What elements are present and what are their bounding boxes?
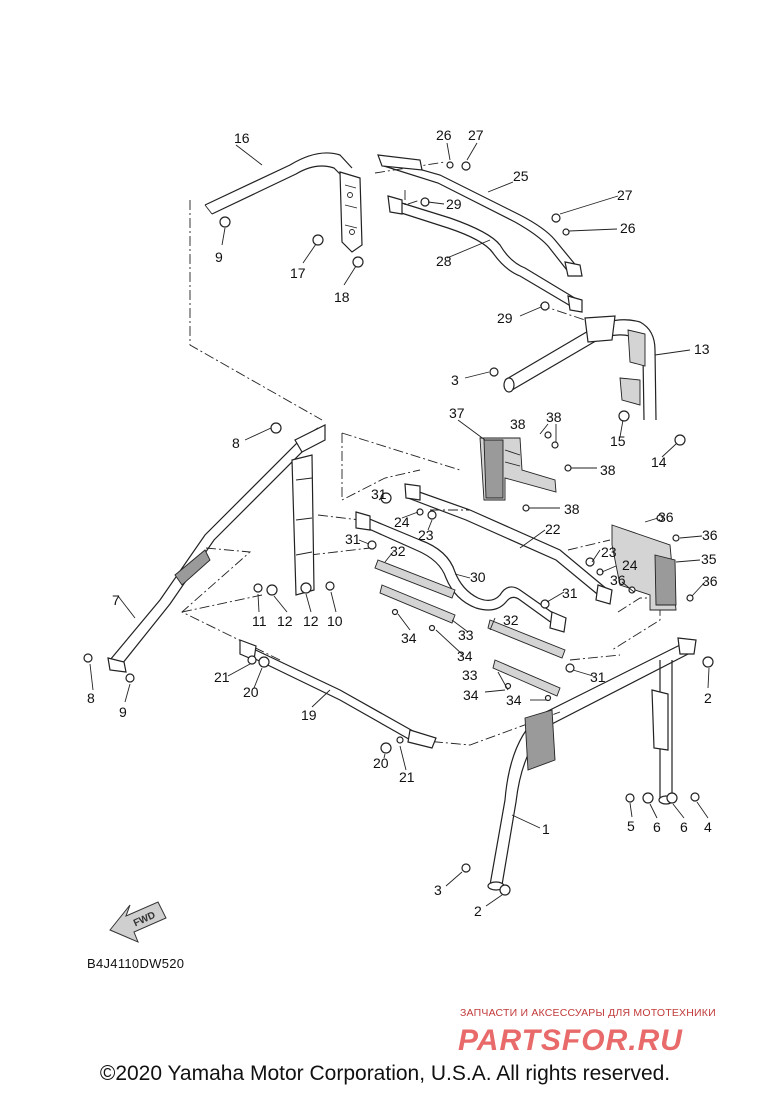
callout-5: 5 (627, 818, 635, 834)
callout-23: 23 (601, 544, 617, 560)
callout-26: 26 (620, 220, 636, 236)
callout-31: 31 (562, 585, 578, 601)
callout-2: 2 (474, 903, 482, 919)
callout-37: 37 (449, 405, 465, 421)
callout-27: 27 (468, 127, 484, 143)
callout-38: 38 (600, 462, 616, 478)
callout-16: 16 (234, 130, 250, 146)
callout-4: 4 (704, 819, 712, 835)
fwd-arrow-icon: FWD (109, 901, 167, 943)
callout-33: 33 (458, 627, 474, 643)
callout-3: 3 (434, 882, 442, 898)
callout-28: 28 (436, 253, 452, 269)
callout-38: 38 (546, 409, 562, 425)
callout-15: 15 (610, 433, 626, 449)
callout-9: 9 (215, 249, 223, 265)
callout-3: 3 (451, 372, 459, 388)
callout-24: 24 (622, 557, 638, 573)
upper-rear-bar-28 (387, 195, 583, 313)
callout-35: 35 (701, 551, 717, 567)
callout-36: 36 (702, 527, 718, 543)
callout-8: 8 (87, 690, 95, 706)
diagram-code: B4J4110DW520 (87, 956, 184, 971)
callout-31: 31 (371, 486, 387, 502)
fasteners (83, 161, 714, 896)
callout-26: 26 (436, 127, 452, 143)
callout-8: 8 (232, 435, 240, 451)
callout-34: 34 (506, 692, 522, 708)
watermark: ЗАПЧАСТИ И АКСЕССУАРЫ ДЛЯ МОТОТЕХНИКИ PA… (458, 1007, 716, 1057)
callout-34: 34 (457, 648, 473, 664)
callout-20: 20 (373, 755, 389, 771)
callout-6: 6 (653, 819, 661, 835)
callout-22: 22 (545, 521, 561, 537)
callout-30: 30 (470, 569, 486, 585)
callout-1: 1 (542, 821, 550, 837)
callout-38-lower: 38 (564, 501, 580, 517)
rear-panel-35 (611, 524, 677, 611)
mount-bracket-37 (479, 437, 557, 501)
callout-27: 27 (617, 187, 633, 203)
callout-7: 7 (112, 592, 120, 608)
callout-21: 21 (399, 769, 415, 785)
front-left-pillar-7 (107, 424, 326, 673)
callout-12: 12 (303, 613, 319, 629)
callout-23: 23 (418, 527, 434, 543)
copyright-notice: ©2020 Yamaha Motor Corporation, U.S.A. A… (99, 1062, 671, 1085)
rear-upper-hoop-13 (503, 315, 657, 421)
callout-25: 25 (513, 168, 529, 184)
callout-29: 29 (446, 196, 462, 212)
callout-18: 18 (334, 289, 350, 305)
callout-32: 32 (390, 543, 406, 559)
callout-10: 10 (327, 613, 343, 629)
callout-12: 12 (277, 613, 293, 629)
callout-36: 36 (702, 573, 718, 589)
callout-33: 33 (462, 667, 478, 683)
callout-32: 32 (503, 612, 519, 628)
callout-19: 19 (301, 707, 317, 723)
mid-bar-30 (355, 511, 567, 633)
callout-17: 17 (290, 265, 306, 281)
upper-front-bar-16 (204, 152, 363, 253)
assembly-guide-lines (181, 161, 661, 746)
callout-34: 34 (463, 687, 479, 703)
callout-14: 14 (651, 454, 667, 470)
callout-38: 38 (510, 416, 526, 432)
callout-20: 20 (243, 684, 259, 700)
callout-13: 13 (694, 341, 710, 357)
upper-side-bar-25 (377, 154, 583, 277)
callout-11: 11 (252, 613, 267, 629)
watermark-brand: PARTSFOR.RU (458, 1024, 683, 1057)
lower-cross-bar-19 (239, 639, 437, 749)
leader-lines (89, 142, 710, 907)
rear-pillar-frame-1 (487, 637, 697, 891)
callout-36: 36 (658, 509, 674, 525)
callout-36: 36 (610, 572, 626, 588)
callout-9: 9 (119, 704, 127, 720)
callout-labels: 16 9 17 18 26 27 25 27 26 29 28 29 3 13 … (87, 127, 718, 919)
callout-6: 6 (680, 819, 688, 835)
callout-2: 2 (704, 690, 712, 706)
callout-21: 21 (214, 669, 230, 685)
callout-31: 31 (345, 531, 361, 547)
watermark-tagline: ЗАПЧАСТИ И АКСЕССУАРЫ ДЛЯ МОТОТЕХНИКИ (460, 1007, 716, 1019)
mid-bar-22 (404, 483, 613, 605)
callout-31: 31 (590, 669, 606, 685)
callout-29: 29 (497, 310, 513, 326)
callout-24: 24 (394, 514, 410, 530)
callout-34: 34 (401, 630, 417, 646)
strips-32-33 (374, 559, 566, 697)
